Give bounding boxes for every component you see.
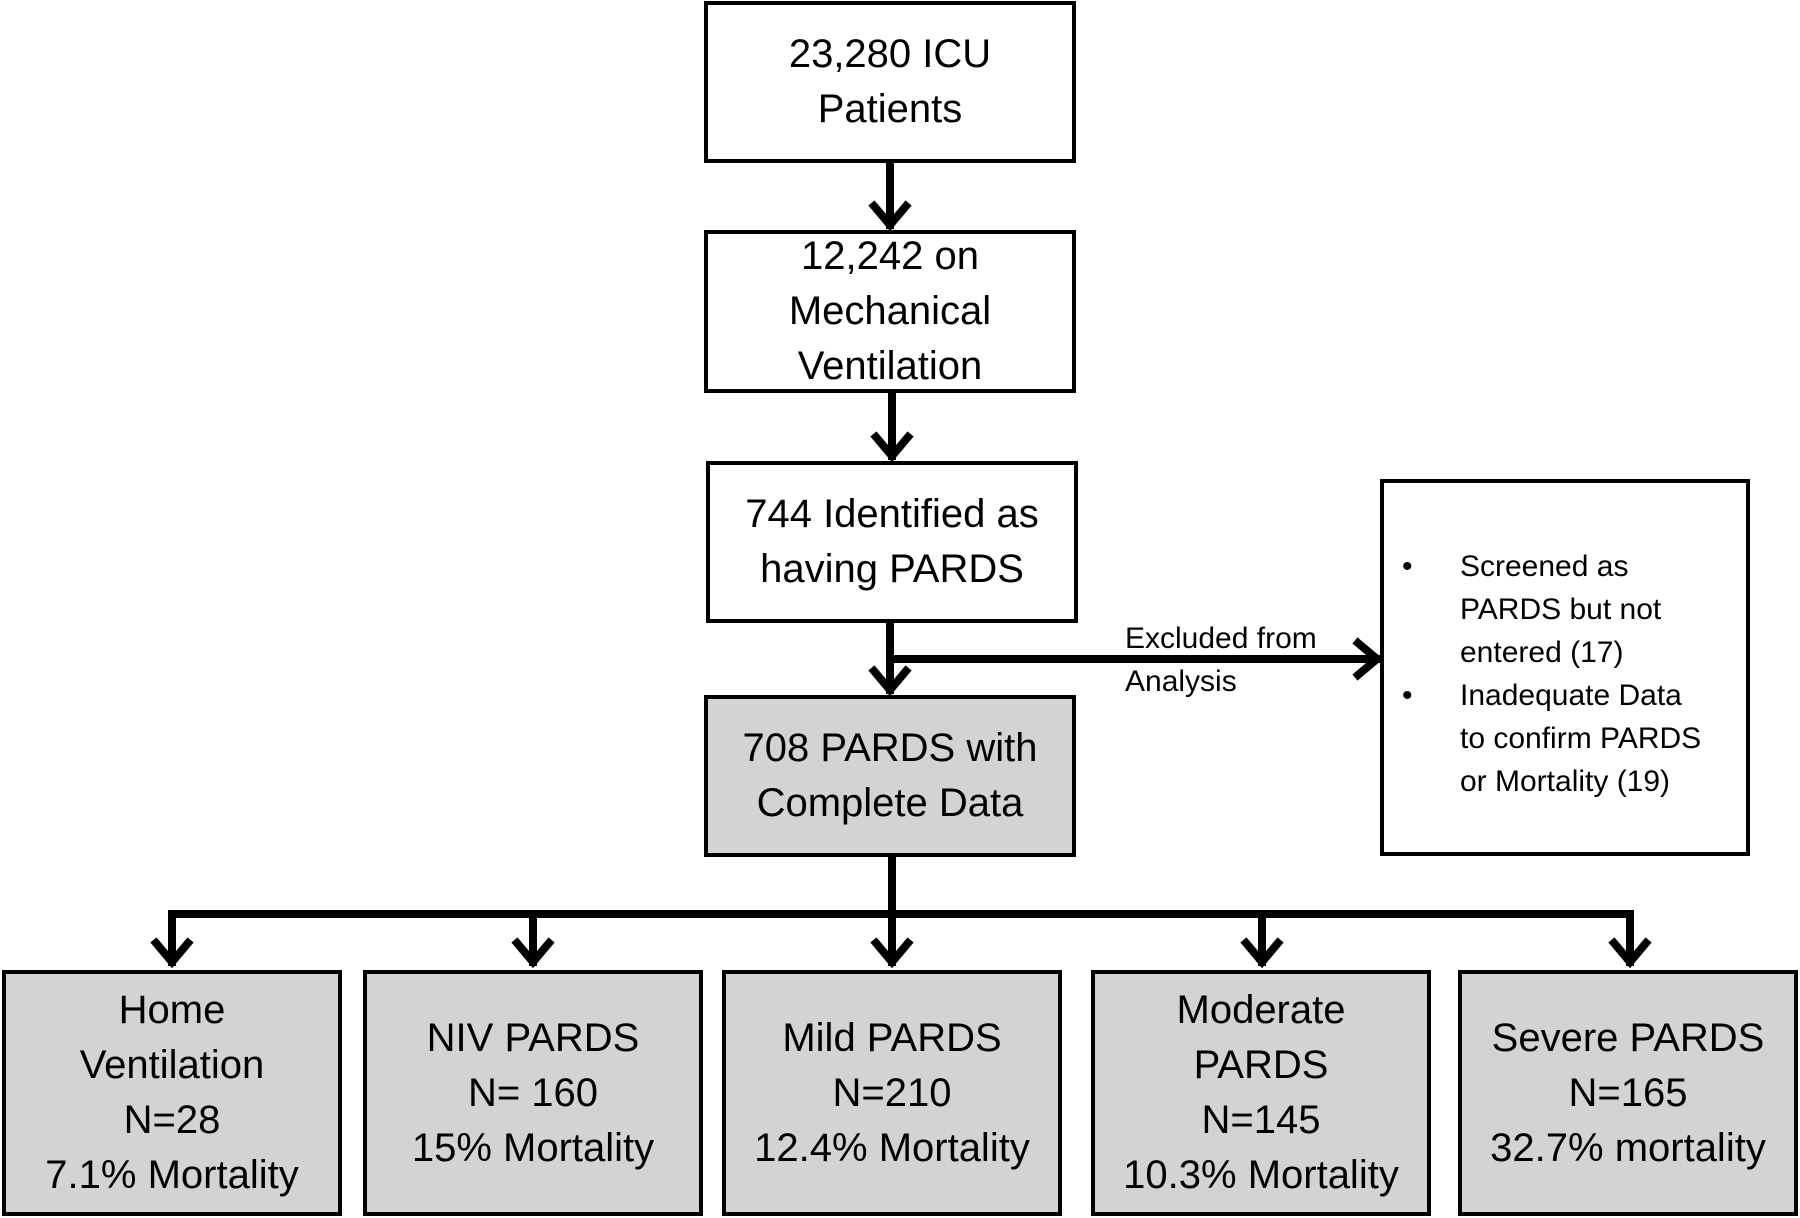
node-text: 23,280 ICU	[788, 32, 992, 76]
node-text: Severe PARDS	[1491, 1015, 1765, 1060]
node-text: NIV PARDS	[426, 1015, 640, 1060]
node-icu-patients: 23,280 ICU Patients	[704, 1, 1076, 163]
node-text: Mild PARDS	[782, 1015, 1002, 1060]
bullet-icon: •	[1402, 679, 1413, 712]
node-severe-pards: Severe PARDS N=165 32.7% mortality	[1458, 970, 1798, 1216]
node-mild-pards: Mild PARDS N=210 12.4% Mortality	[722, 970, 1062, 1216]
node-niv-pards: NIV PARDS N= 160 15% Mortality	[363, 970, 703, 1216]
node-text: 744 Identified as	[745, 492, 1039, 536]
node-text: 15% Mortality	[411, 1125, 655, 1170]
node-text: Mechanical	[788, 289, 992, 333]
node-text: Moderate	[1176, 988, 1346, 1032]
bullet-icon: •	[1402, 550, 1413, 583]
exclusion-item-text: entered (17)	[1460, 636, 1624, 669]
exclusion-item-text: to confirm PARDS	[1460, 722, 1702, 755]
excluded-label-line: Excluded from	[1125, 622, 1317, 655]
node-text: 12,242 on	[801, 234, 979, 278]
node-text: 7.1% Mortality	[45, 1153, 299, 1197]
arrow-icu-to-ventilation	[868, 158, 912, 232]
branch-connector	[168, 853, 1634, 918]
exclusion-item-text: Inadequate Data	[1460, 679, 1682, 712]
exclusion-item: • Inadequate Data to confirm PARDS or Mo…	[1394, 674, 1736, 803]
node-text: Ventilation	[797, 344, 983, 388]
node-mechanical-ventilation: 12,242 on Mechanical Ventilation	[704, 230, 1076, 393]
node-complete-data: 708 PARDS with Complete Data	[704, 695, 1076, 857]
node-text: Patients	[817, 87, 963, 131]
node-identified-pards: 744 Identified as having PARDS	[706, 461, 1078, 623]
node-text: 12.4% Mortality	[754, 1125, 1030, 1170]
arrow-to-moderate-pards	[1240, 910, 1284, 969]
node-text: N=165	[1568, 1070, 1688, 1115]
node-text: Complete Data	[756, 781, 1024, 825]
exclusion-item-text: or Mortality (19)	[1460, 765, 1671, 798]
node-moderate-pards: Moderate PARDS N=145 10.3% Mortality	[1091, 970, 1431, 1216]
node-text: N=210	[832, 1070, 952, 1115]
node-text: Home	[118, 988, 226, 1032]
exclusion-list: • Screened as PARDS but not entered (17)…	[1394, 545, 1736, 803]
node-text: 708 PARDS with	[742, 726, 1038, 770]
arrow-to-mild-pards	[870, 910, 914, 969]
node-text: having PARDS	[760, 547, 1024, 591]
node-text: 10.3% Mortality	[1123, 1153, 1399, 1197]
node-text: 32.7% mortality	[1490, 1125, 1766, 1170]
node-text: N=145	[1201, 1098, 1321, 1142]
node-text: PARDS	[1193, 1043, 1329, 1087]
arrow-to-exclusion	[886, 637, 1384, 681]
arrow-to-severe-pards	[1608, 910, 1652, 969]
excluded-label: Excluded from Analysis	[1125, 617, 1317, 703]
exclusion-item-text: Screened as	[1460, 550, 1629, 583]
node-text: N= 160	[467, 1070, 599, 1115]
arrow-to-niv-pards	[511, 910, 555, 969]
excluded-label-line: Analysis	[1125, 665, 1237, 698]
arrow-to-home-ventilation	[150, 910, 194, 969]
node-text: Ventilation	[79, 1043, 265, 1087]
exclusion-box: • Screened as PARDS but not entered (17)…	[1380, 479, 1750, 856]
arrow-ventilation-to-identified	[870, 388, 914, 463]
exclusion-item-text: PARDS but not	[1460, 593, 1662, 626]
node-home-ventilation: Home Ventilation N=28 7.1% Mortality	[2, 970, 342, 1216]
exclusion-item: • Screened as PARDS but not entered (17)	[1394, 545, 1736, 674]
node-text: N=28	[123, 1098, 221, 1142]
